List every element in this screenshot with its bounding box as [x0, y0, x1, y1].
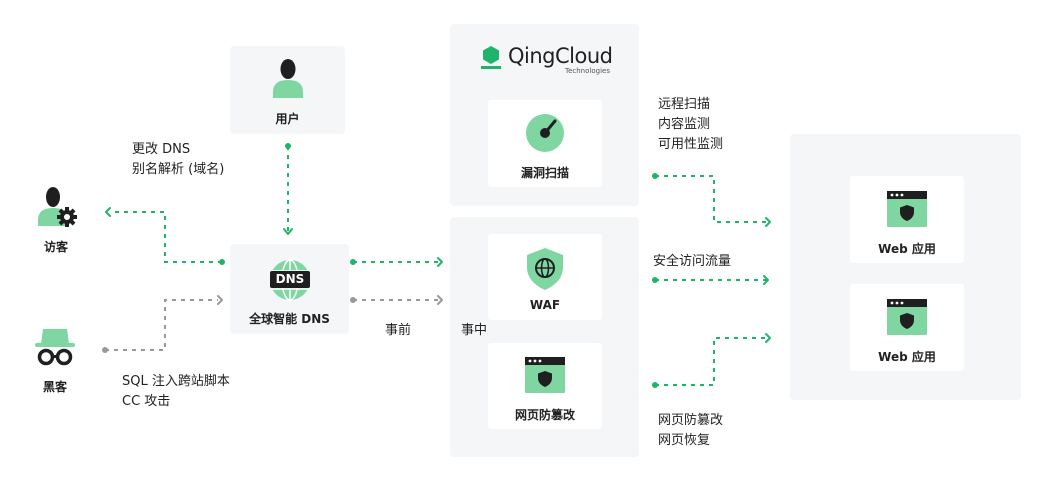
vuln-scan-label: 漏洞扫描 — [520, 166, 569, 180]
during-note: 事中 — [461, 323, 488, 338]
before-note: 事前 — [385, 323, 412, 338]
attack-note: SQL 注入跨站脚本 CC 攻击 — [122, 374, 230, 409]
dns-badge-text: DNS — [275, 272, 305, 286]
web-app-icon-1 — [887, 191, 927, 227]
scan-to-web-line — [655, 175, 770, 223]
globe-dns-icon — [270, 259, 310, 301]
qingcloud-logo-icon — [481, 46, 501, 69]
dns-change-note: 更改 DNS 别名解析 (域名) — [132, 142, 225, 177]
brand-name: QingCloud — [508, 44, 613, 68]
browser-shield-icon — [525, 357, 565, 393]
waf-label: WAF — [529, 298, 561, 312]
web-app-icon-2 — [887, 299, 927, 335]
scan-note: 远程扫描 内容监测 可用性监测 — [658, 97, 724, 152]
traffic-note: 安全访问流量 — [653, 254, 732, 269]
user-icon — [273, 59, 303, 98]
gauge-scan-icon — [526, 114, 564, 152]
user-label: 用户 — [275, 112, 300, 126]
waf-shield-icon — [527, 248, 563, 290]
hacker-icon — [35, 329, 75, 366]
dns-label: 全球智能 DNS — [249, 312, 330, 326]
visitor-icon — [38, 187, 77, 227]
brand-tagline: Technologies — [565, 67, 610, 75]
web-app-label-2: Web 应用 — [878, 350, 936, 364]
protect-note: 网页防篡改 网页恢复 — [658, 413, 724, 448]
hacker-label: 黑客 — [42, 380, 67, 394]
tamper-to-web-line — [655, 337, 770, 386]
hacker-to-dns-line — [105, 299, 218, 351]
web-app-label-1: Web 应用 — [878, 242, 936, 256]
tamper-label: 网页防篡改 — [514, 408, 575, 422]
visitor-label: 访客 — [43, 240, 68, 254]
dns-to-visitor-line — [110, 211, 222, 263]
